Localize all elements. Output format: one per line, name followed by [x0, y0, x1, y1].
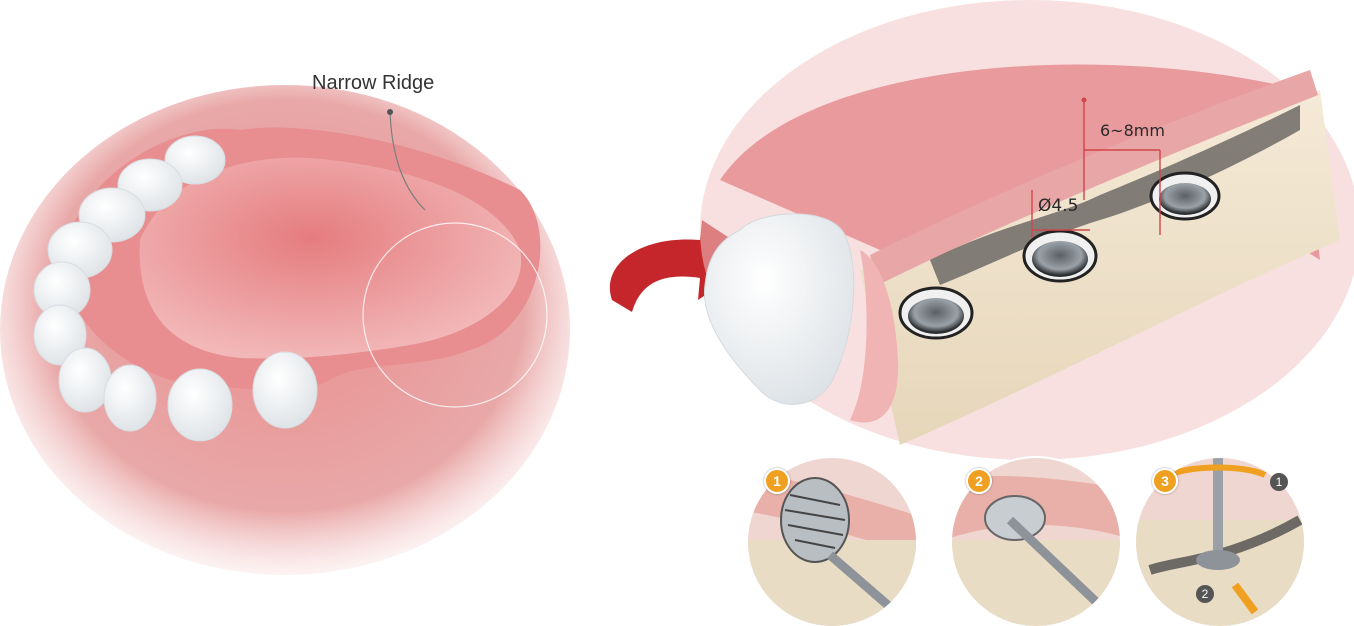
- step-3-sub-badge-2: 2: [1196, 585, 1214, 603]
- step-3-sub-badge-1: 1: [1270, 473, 1288, 491]
- step-3-badge: 3: [1152, 468, 1178, 494]
- diameter-measurement-label: Ø4.5: [1038, 196, 1078, 216]
- implant-site-view: [700, 0, 1354, 460]
- step-1-badge: 1: [764, 468, 790, 494]
- lower-jaw: [0, 85, 570, 575]
- narrow-ridge-label: Narrow Ridge: [312, 72, 434, 95]
- depth-measurement-label: 6~8mm: [1100, 121, 1165, 140]
- step-2-badge: 2: [966, 468, 992, 494]
